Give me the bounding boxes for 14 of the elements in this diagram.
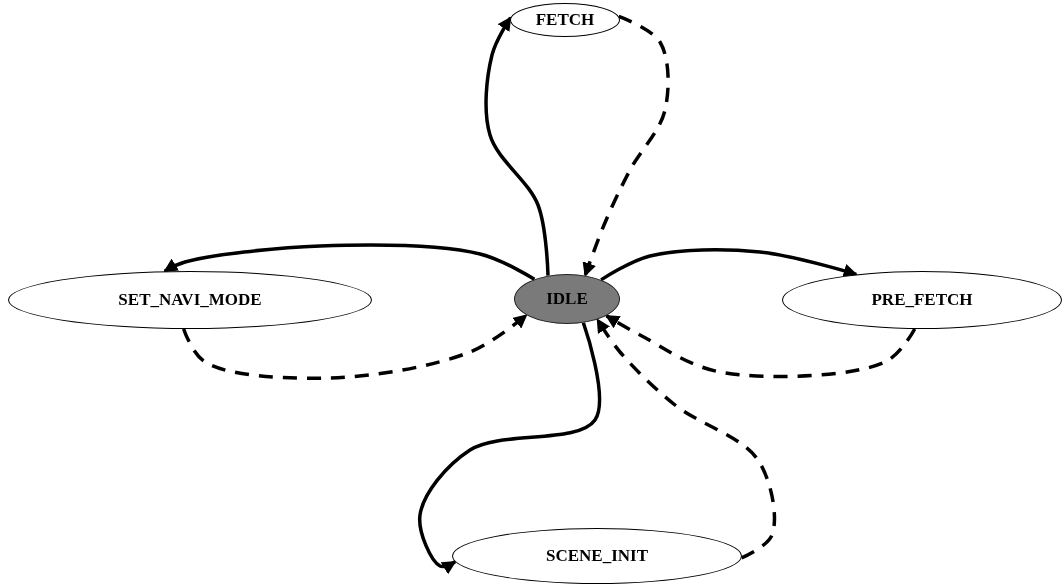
state-ellipse [514, 274, 620, 324]
arrow [484, 16, 550, 276]
state-label: FETCH [535, 10, 595, 30]
state-label: IDLE [546, 289, 588, 309]
arrow [418, 322, 602, 575]
state-label: SET_NAVI_MODE [118, 290, 262, 310]
dashed-arrow [182, 313, 528, 380]
dashed-arrow [595, 318, 777, 560]
arrow [600, 248, 858, 282]
dashed-arrow [605, 314, 917, 379]
state-ellipse [510, 3, 620, 37]
state-label: PRE_FETCH [871, 290, 973, 310]
arrow [163, 243, 536, 281]
state-label: SCENE_INIT [545, 546, 648, 566]
